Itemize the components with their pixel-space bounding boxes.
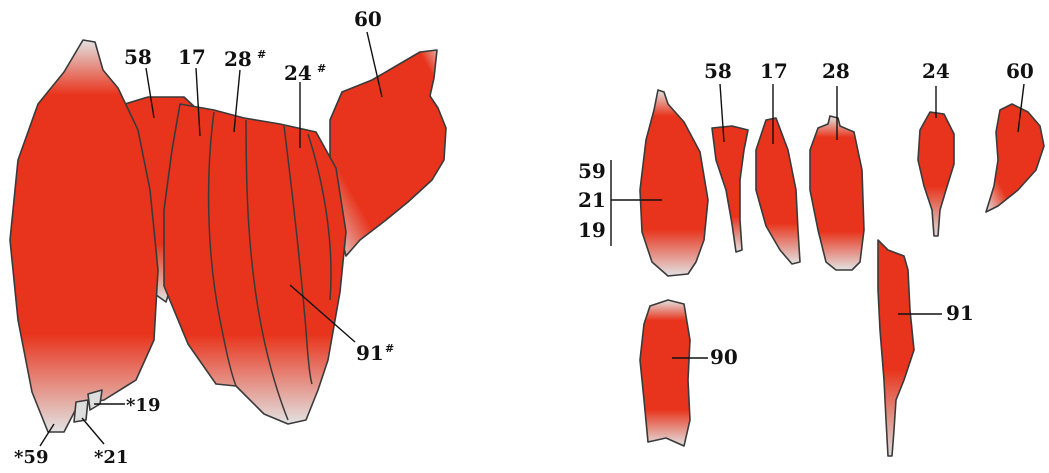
piece-91 — [878, 240, 914, 456]
label-91-mark: # — [385, 342, 394, 355]
label-19: *19 — [126, 395, 160, 416]
label-24-mark: # — [317, 62, 326, 75]
piece-90 — [640, 300, 690, 446]
slabel-91: 91 — [946, 301, 974, 325]
piece-24 — [918, 112, 954, 236]
separated-view — [640, 90, 1044, 456]
assembled-view — [10, 40, 446, 432]
slabel-group-59: 59 — [578, 159, 606, 183]
label-28: 28 — [224, 47, 252, 71]
muscle-60 — [330, 50, 446, 256]
slabel-58: 58 — [704, 59, 732, 83]
label-24: 24 — [284, 61, 312, 85]
leader-21 — [82, 418, 104, 444]
slabel-24: 24 — [922, 59, 950, 83]
label-91: 91 — [356, 341, 384, 365]
slabel-17: 17 — [760, 59, 788, 83]
slabel-group-21: 21 — [578, 188, 606, 212]
piece-58 — [712, 126, 748, 252]
label-21: *21 — [94, 447, 128, 468]
tendon-21 — [74, 400, 88, 422]
label-17: 17 — [178, 45, 206, 69]
piece-17 — [756, 118, 800, 264]
piece-59-21-19 — [640, 90, 708, 276]
slabel-group-19: 19 — [578, 218, 606, 242]
muscle-59 — [10, 40, 158, 432]
slabel-60: 60 — [1006, 59, 1034, 83]
label-59: *59 — [14, 447, 48, 468]
muscle-17-28-24-91 — [164, 104, 346, 424]
label-28-mark: # — [257, 48, 266, 61]
slabel-90: 90 — [710, 345, 738, 369]
piece-60 — [986, 104, 1044, 212]
slabel-28: 28 — [822, 59, 850, 83]
label-58: 58 — [124, 45, 152, 69]
label-60: 60 — [354, 7, 382, 31]
tendon-19 — [88, 390, 102, 410]
